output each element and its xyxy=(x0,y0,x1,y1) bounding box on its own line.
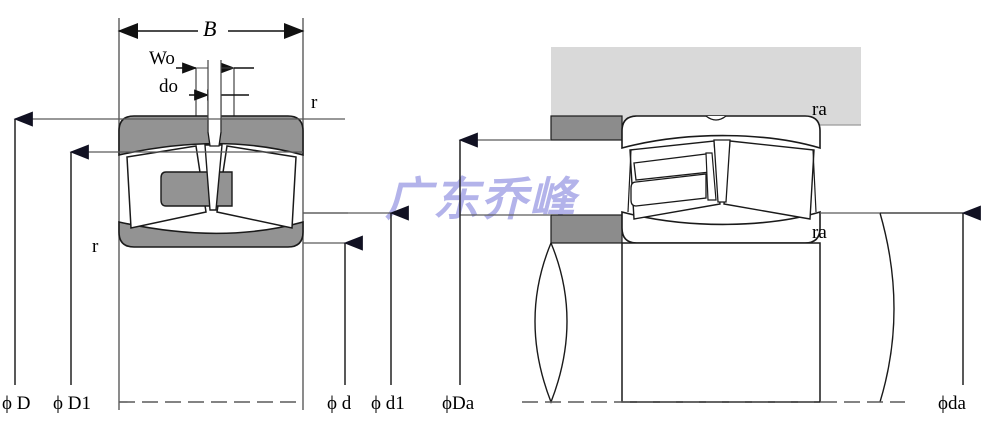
watermark-text: 广东乔峰 xyxy=(385,173,580,225)
r-outer-ring-upper xyxy=(621,115,821,150)
lubrication-hole-channel xyxy=(208,60,221,118)
dimension-phi-D1-label: ϕ D1 xyxy=(53,393,91,414)
housing-block xyxy=(551,47,861,125)
shaft-body xyxy=(621,242,821,403)
right-bearing-view: ra ra ϕDa ϕda xyxy=(442,47,981,414)
housing-shoulder-lower xyxy=(550,214,623,244)
dimension-phi-d1: ϕ d1 xyxy=(303,205,409,414)
r-roller-right xyxy=(723,140,815,220)
dimension-phi-D-label: ϕ D xyxy=(2,393,30,414)
dimension-phi-Da-label: ϕDa xyxy=(442,393,475,414)
r-outer-ring-lower xyxy=(621,210,821,244)
dimension-B-label-bg xyxy=(198,17,228,41)
dimension-phi-d: ϕ d xyxy=(303,235,363,414)
watermark: 广东乔峰 xyxy=(385,173,580,225)
dimension-phi-d1-label: ϕ d1 xyxy=(371,393,405,414)
cage-block xyxy=(160,171,233,207)
dimension-phi-da-label: ϕda xyxy=(938,393,967,414)
r-cage-bar-lower xyxy=(630,173,707,207)
dimension-Wo-label: Wo xyxy=(149,48,175,69)
r-center-rib xyxy=(705,152,717,201)
left-bearing-view: B Wo do xyxy=(2,16,409,414)
dimension-do-label: do xyxy=(159,76,178,97)
r-top-notch xyxy=(705,115,727,121)
dimension-phi-Da: ϕDa xyxy=(442,132,478,414)
radius-ra-top-label: ra xyxy=(812,99,827,120)
dimension-phi-D1: ϕ D1 xyxy=(53,144,303,414)
radius-r-top-label: r xyxy=(311,92,318,113)
dimension-phi-d-label: ϕ d xyxy=(327,393,352,414)
r-outer-left-edge xyxy=(627,149,632,213)
radius-r-bottom-label: r xyxy=(92,236,99,257)
housing-shoulder-upper xyxy=(550,115,623,141)
shaft-break-symbol-left xyxy=(534,241,568,404)
dimension-B: B xyxy=(117,16,305,41)
radius-ra-bottom-label: ra xyxy=(812,222,827,243)
outer-ring-lower xyxy=(118,220,304,248)
lubrication-hole xyxy=(207,115,222,147)
radius-ra-group: ra ra xyxy=(812,99,827,243)
dimension-phi-D: ϕ D xyxy=(2,111,303,414)
shaft-break-arc-right xyxy=(879,212,895,403)
dimension-B-label: B xyxy=(203,16,216,41)
dimension-phi-da: ϕda xyxy=(880,205,981,414)
r-outer-right-edge xyxy=(812,149,817,213)
r-roller-separator xyxy=(713,139,731,203)
